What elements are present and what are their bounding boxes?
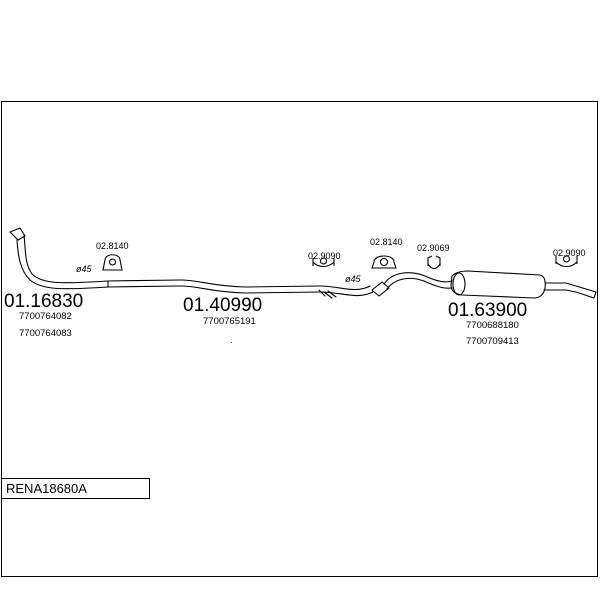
clamp-code-c4: 02.9069	[417, 243, 450, 253]
clamp-c3-icon	[371, 255, 397, 269]
part-ref-p1-a: 7700764082	[19, 311, 72, 322]
part-number-p1: 01.16830	[4, 291, 84, 312]
assembly-code-box: RENA18680A	[1, 478, 150, 499]
mid-pipe-lower	[107, 285, 374, 297]
clamp-code-c3: 02.8140	[370, 237, 403, 247]
tail-tip	[593, 291, 597, 299]
part-number-p3: 01.63900	[448, 300, 528, 321]
front-pipe-upper	[23, 235, 109, 284]
rear-pipe-lower	[386, 277, 453, 290]
clamp-c2-icon	[312, 257, 335, 268]
assembly-code: RENA18680A	[6, 481, 87, 496]
part-ref-p3-a: 7700688180	[466, 320, 519, 331]
tail-pipe-lower	[543, 289, 595, 299]
coupler	[371, 281, 390, 297]
part-ref-p3-b: 7700709413	[466, 336, 519, 347]
part-ref-p2-a: 7700765191	[203, 316, 256, 327]
clamp-c4-icon	[427, 255, 441, 270]
clamp-code-c5: 02.9090	[553, 248, 586, 258]
part-ref-p1-b: 7700764083	[19, 328, 72, 339]
tail-pipe-upper	[544, 282, 597, 293]
stray-mark: .	[230, 335, 233, 345]
angle-mark-a2: ø45	[345, 274, 361, 284]
diagram-frame	[1, 101, 598, 577]
rear-pipe-upper	[383, 272, 453, 285]
clamp-code-c2: 02.9090	[308, 251, 341, 261]
angle-mark-a1: ø45	[76, 264, 92, 274]
clamp-c5-icon	[555, 255, 578, 268]
clamp-code-c1: 02.8140	[96, 241, 129, 251]
front-pipe-lower	[16, 239, 109, 290]
mid-pipe-upper	[107, 279, 371, 291]
front-pipe	[9, 227, 26, 241]
clamp-c1-icon	[102, 254, 123, 271]
hanger-joint	[318, 289, 337, 299]
silencer-end	[452, 272, 466, 296]
part-number-p2: 01.40990	[183, 295, 263, 316]
